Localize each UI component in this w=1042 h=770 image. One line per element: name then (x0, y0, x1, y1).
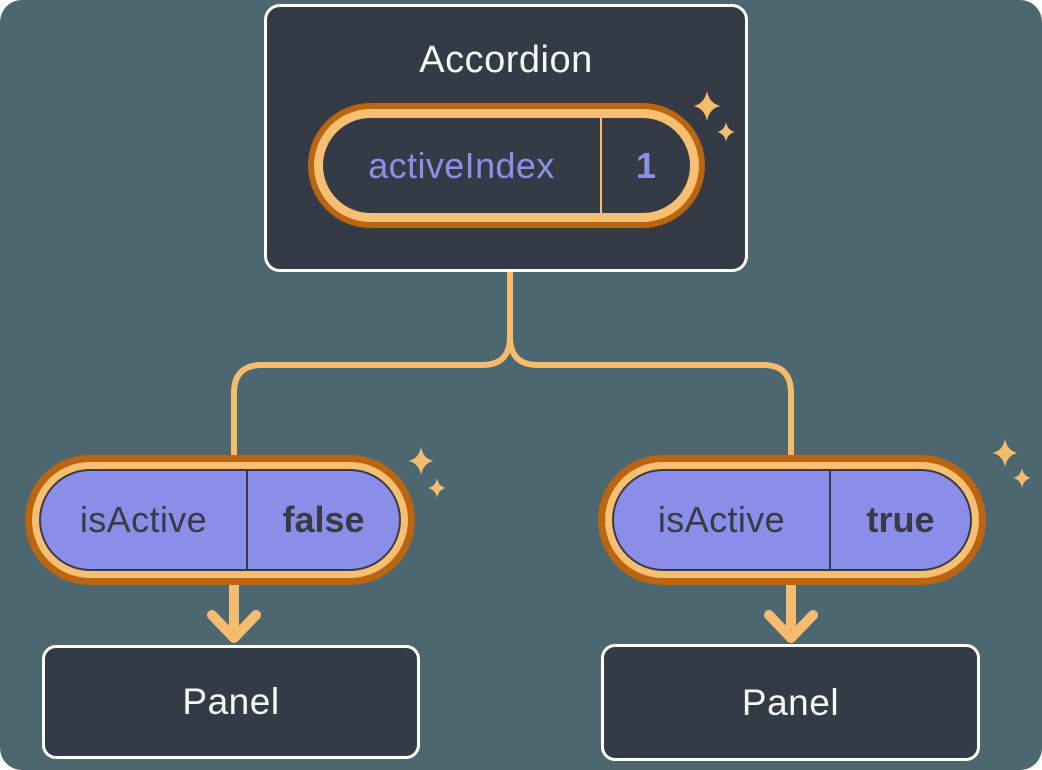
prop-pill-isactive-false: isActive false (25, 455, 415, 585)
arrow-right-head-icon (764, 610, 818, 643)
prop-pill-label: isActive (657, 499, 786, 540)
prop-pill-divider (246, 471, 248, 569)
prop-pill-value-cell: true (831, 471, 970, 569)
accordion-title: Accordion (419, 39, 593, 81)
panel-component-box-right: Panel (601, 644, 980, 761)
sparkle-big (992, 439, 1018, 467)
state-pill-divider (600, 118, 602, 213)
sparkle-small (428, 478, 446, 498)
state-pill-value: 1 (635, 144, 657, 186)
state-pill-body: activeIndex 1 (323, 118, 690, 213)
sparkle-big (408, 447, 434, 475)
arrow-left-head-icon (207, 610, 261, 643)
prop-pill-value: false (282, 499, 365, 540)
state-pill-value-cell: 1 (602, 118, 690, 213)
state-pill-label-cell: activeIndex (323, 118, 600, 213)
prop-pill-body: isActive false (39, 469, 401, 571)
panel-component-box-left: Panel (42, 645, 420, 759)
panel-title: Panel (182, 681, 280, 722)
state-pill-activeindex: activeIndex 1 (308, 103, 705, 228)
prop-pill-value-cell: false (248, 471, 399, 569)
connector-branch-right (507, 271, 794, 458)
prop-pill-label: isActive (79, 499, 208, 540)
prop-pill-label-cell: isActive (614, 471, 829, 569)
state-pill-label: activeIndex (368, 144, 555, 186)
sparkle-icon (992, 439, 1031, 488)
prop-pill-body: isActive true (612, 469, 972, 571)
connector-branch-left (231, 271, 513, 458)
prop-pill-label-cell: isActive (41, 471, 246, 569)
panel-title: Panel (741, 681, 840, 723)
prop-pill-divider (829, 471, 831, 569)
prop-pill-value: true (866, 499, 935, 540)
prop-pill-isactive-true: isActive true (598, 455, 986, 585)
sparkle-icon (408, 447, 446, 498)
sparkle-small (1013, 468, 1031, 488)
accordion-component-box: Accordion activeIndex 1 (264, 4, 748, 272)
